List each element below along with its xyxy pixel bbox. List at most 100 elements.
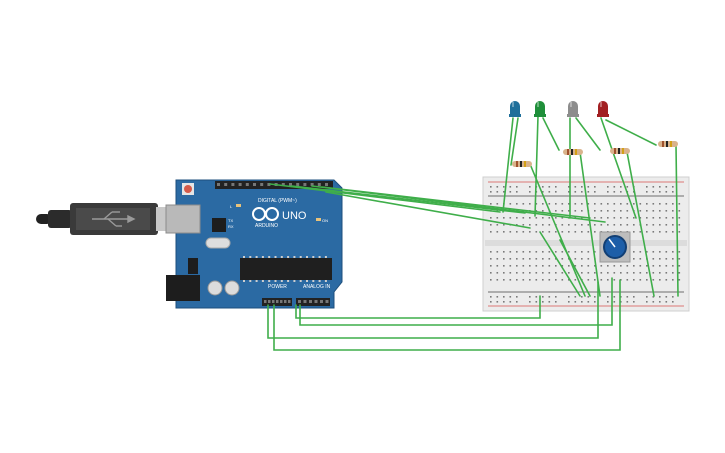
breadboard-hole[interactable] — [496, 279, 499, 281]
breadboard-hole[interactable] — [665, 251, 668, 253]
breadboard-hole[interactable] — [561, 272, 564, 274]
breadboard-hole[interactable] — [672, 191, 674, 193]
breadboard-hole[interactable] — [509, 251, 512, 253]
breadboard-hole[interactable] — [613, 217, 616, 219]
breadboard-hole[interactable] — [626, 224, 629, 226]
breadboard-hole[interactable] — [529, 301, 531, 303]
breadboard-hole[interactable] — [496, 265, 499, 267]
breadboard-hole[interactable] — [529, 296, 531, 298]
breadboard-hole[interactable] — [613, 296, 616, 298]
breadboard-hole[interactable] — [496, 186, 499, 188]
breadboard-hole[interactable] — [509, 258, 512, 260]
power-pin-33v[interactable] — [272, 300, 275, 303]
breadboard-hole[interactable] — [600, 210, 603, 212]
arduino-uno-board[interactable]: DIGITAL (PWM~) UNO ARDUINO TX RX L ON PO… — [165, 179, 343, 309]
breadboard-hole[interactable] — [665, 231, 668, 233]
breadboard-hole[interactable] — [678, 272, 681, 274]
breadboard-hole[interactable] — [503, 258, 505, 260]
breadboard-hole[interactable] — [496, 272, 499, 274]
breadboard-hole[interactable] — [490, 203, 492, 205]
breadboard-hole[interactable] — [652, 296, 655, 298]
breadboard-hole[interactable] — [561, 251, 564, 253]
breadboard-hole[interactable] — [594, 186, 596, 188]
breadboard-hole[interactable] — [659, 217, 661, 219]
breadboard-hole[interactable] — [496, 210, 499, 212]
breadboard-hole[interactable] — [613, 186, 616, 188]
breadboard[interactable] — [482, 176, 690, 312]
breadboard-hole[interactable] — [581, 231, 583, 233]
breadboard-hole[interactable] — [529, 279, 531, 281]
analog-pin-a5[interactable] — [325, 300, 329, 303]
breadboard-hole[interactable] — [626, 272, 629, 274]
breadboard-hole[interactable] — [587, 301, 590, 303]
breadboard-hole[interactable] — [516, 279, 518, 281]
breadboard-hole[interactable] — [678, 231, 681, 233]
analog-pin-a2[interactable] — [309, 300, 312, 303]
breadboard-hole[interactable] — [503, 191, 505, 193]
breadboard-hole[interactable] — [620, 191, 622, 193]
analog-pin-a4[interactable] — [320, 300, 323, 303]
breadboard-hole[interactable] — [626, 279, 629, 281]
breadboard-hole[interactable] — [633, 231, 635, 233]
breadboard-hole[interactable] — [581, 203, 583, 205]
breadboard-hole[interactable] — [646, 186, 648, 188]
breadboard-hole[interactable] — [496, 251, 499, 253]
digital-pin-12[interactable] — [238, 183, 242, 186]
breadboard-hole[interactable] — [542, 210, 544, 212]
breadboard-hole[interactable] — [496, 296, 499, 298]
breadboard-hole[interactable] — [607, 217, 609, 219]
breadboard-hole[interactable] — [535, 301, 538, 303]
breadboard-hole[interactable] — [542, 258, 544, 260]
breadboard-hole[interactable] — [516, 203, 518, 205]
breadboard-hole[interactable] — [633, 217, 635, 219]
breadboard-hole[interactable] — [626, 203, 629, 205]
breadboard-hole[interactable] — [561, 217, 564, 219]
breadboard-hole[interactable] — [529, 231, 531, 233]
breadboard-hole[interactable] — [522, 224, 525, 226]
breadboard-hole[interactable] — [678, 210, 681, 212]
breadboard-hole[interactable] — [535, 251, 538, 253]
breadboard-hole[interactable] — [620, 279, 622, 281]
breadboard-hole[interactable] — [574, 251, 577, 253]
breadboard-hole[interactable] — [620, 217, 622, 219]
breadboard-hole[interactable] — [529, 251, 531, 253]
breadboard-hole[interactable] — [672, 251, 674, 253]
breadboard-hole[interactable] — [516, 186, 518, 188]
breadboard-hole[interactable] — [659, 251, 661, 253]
breadboard-hole[interactable] — [587, 203, 590, 205]
breadboard-hole[interactable] — [672, 279, 674, 281]
breadboard-hole[interactable] — [568, 272, 570, 274]
breadboard-hole[interactable] — [509, 301, 512, 303]
breadboard-hole[interactable] — [613, 224, 616, 226]
breadboard-hole[interactable] — [672, 272, 674, 274]
breadboard-hole[interactable] — [639, 251, 642, 253]
breadboard-hole[interactable] — [509, 217, 512, 219]
breadboard-hole[interactable] — [594, 272, 596, 274]
breadboard-hole[interactable] — [542, 231, 544, 233]
breadboard-hole[interactable] — [522, 279, 525, 281]
breadboard-hole[interactable] — [659, 203, 661, 205]
breadboard-hole[interactable] — [529, 203, 531, 205]
breadboard-hole[interactable] — [535, 272, 538, 274]
breadboard-hole[interactable] — [490, 258, 492, 260]
breadboard-hole[interactable] — [548, 301, 551, 303]
breadboard-hole[interactable] — [607, 191, 609, 193]
breadboard-hole[interactable] — [665, 279, 668, 281]
breadboard-hole[interactable] — [516, 224, 518, 226]
breadboard-hole[interactable] — [490, 231, 492, 233]
breadboard-hole[interactable] — [496, 231, 499, 233]
breadboard-hole[interactable] — [659, 301, 661, 303]
digital-pin-4[interactable] — [296, 183, 300, 186]
breadboard-hole[interactable] — [639, 231, 642, 233]
breadboard-hole[interactable] — [542, 191, 544, 193]
breadboard-hole[interactable] — [639, 217, 642, 219]
breadboard-hole[interactable] — [503, 296, 505, 298]
breadboard-hole[interactable] — [490, 265, 492, 267]
led-blue[interactable] — [509, 101, 521, 117]
breadboard-hole[interactable] — [587, 231, 590, 233]
breadboard-hole[interactable] — [594, 251, 596, 253]
breadboard-hole[interactable] — [555, 279, 557, 281]
breadboard-hole[interactable] — [516, 296, 518, 298]
breadboard-hole[interactable] — [548, 251, 551, 253]
breadboard-hole[interactable] — [548, 217, 551, 219]
